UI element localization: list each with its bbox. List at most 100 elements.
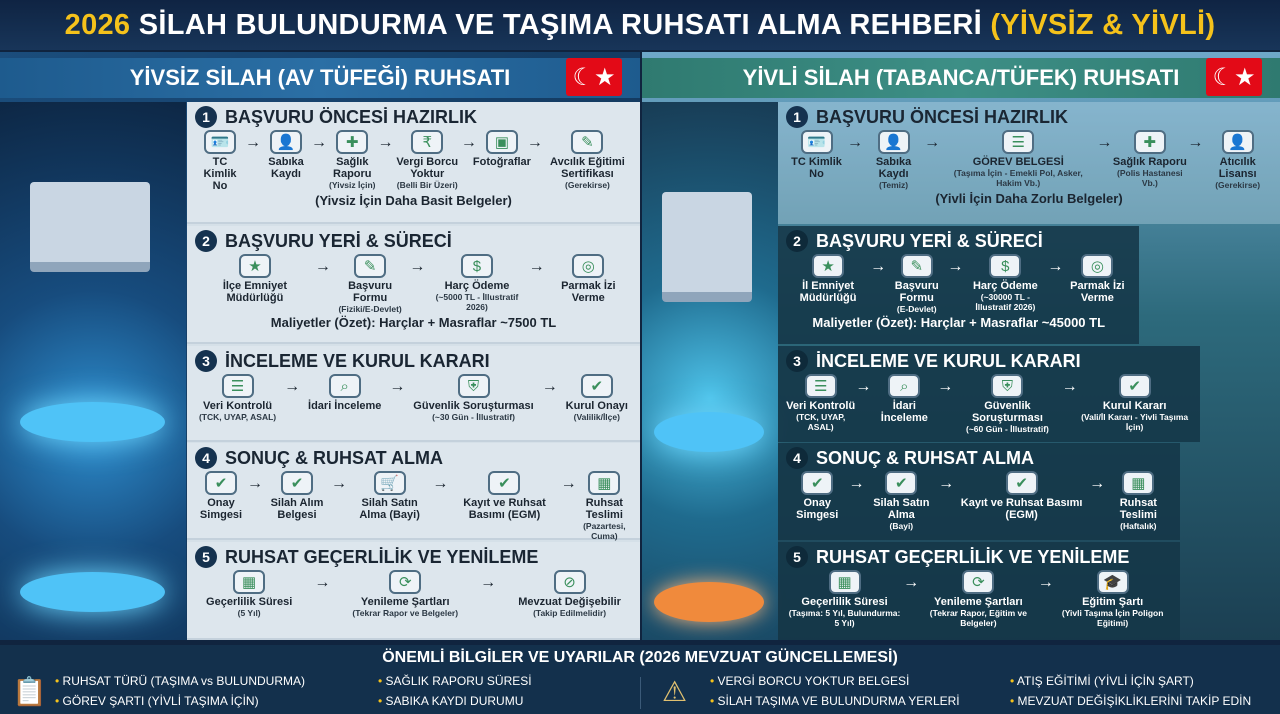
item-label: Yenileme Şartları <box>934 596 1023 608</box>
step-item: $Harç Ödeme(~5000 TL - İllustratif 2026) <box>425 254 528 312</box>
item-label: Geçerlilik Süresi <box>206 596 293 608</box>
person-warning-icon: ⚠ <box>662 676 688 707</box>
step-items: ✔Onay Simgesi→✔Silah Satın Alma(Bayi)→✔K… <box>786 471 1172 531</box>
item-sublabel: (Gerekirse) <box>1215 180 1261 190</box>
step-item: ✔Kayıt ve Ruhsat Basımı (EGM) <box>954 471 1089 521</box>
turkey-flag-icon: ☾★ <box>1206 58 1262 96</box>
step-item: ✚Sağlık Raporu(Yivsiz İçin) <box>327 130 378 190</box>
step-number: 5 <box>786 546 808 568</box>
form-pen-icon: ✎ <box>900 254 933 278</box>
step-title: RUHSAT GEÇERLİLİK VE YENİLEME <box>225 546 539 567</box>
step-item: ⟳Yenileme Şartları(Tekrar Rapor, Eğitim … <box>919 570 1038 628</box>
item-sublabel: (~30000 TL - İllustratif 2026) <box>975 292 1036 312</box>
package-check-icon: ▦ <box>1122 471 1155 495</box>
step-item: ✔Onay Simgesi <box>786 471 848 521</box>
step-item: ▦Geçerlilik Süresi(Taşıma: 5 Yıl, Bulund… <box>786 570 903 628</box>
item-label: Sabıka Kaydı <box>268 156 304 180</box>
step-number: 2 <box>195 230 217 252</box>
step-items: ☰Veri Kontrolü(TCK, UYAP, ASAL)→⌕İdari İ… <box>195 374 632 422</box>
step-item: ☰Veri Kontrolü(TCK, UYAP, ASAL) <box>786 374 855 432</box>
info-column: RUHSAT TÜRÜ (TAŞIMA vs BULUNDURMA)GÖREV … <box>55 671 305 711</box>
step-item: 🎓Eğitim Şartı(Yivli Taşıma İçin Poligon … <box>1054 570 1172 628</box>
step-item: ★İl Emniyet Müdürlüğü <box>786 254 870 304</box>
target-pad-icon <box>654 582 764 622</box>
step-item: ⛨Güvenlik Soruşturması(~60 Gün - İllustr… <box>953 374 1061 434</box>
fingerprint-icon: ◎ <box>1081 254 1114 278</box>
info-title: ÖNEMLİ BİLGİLER VE UYARILAR (2026 MEVZUA… <box>382 649 898 666</box>
arrow-right-icon: → <box>389 378 406 395</box>
item-label: Ruhsat Teslimi <box>585 497 623 521</box>
step-items: 🪪TC Kimlik No→👤Sabıka Kaydı(Temiz)→☰GÖRE… <box>786 130 1272 190</box>
medical-report-icon: ✚ <box>1133 130 1166 154</box>
photo-icon: ▣ <box>485 130 518 154</box>
step-number: 1 <box>786 106 808 128</box>
shield-lock-icon: ⛨ <box>457 374 490 398</box>
step-title: BAŞVURU YERİ & SÜRECİ <box>225 230 452 251</box>
step-items: ✔Onay Simgesi→✔Silah Alım Belgesi→🛒Silah… <box>195 471 632 541</box>
illustration <box>0 102 186 640</box>
item-label: GÖREV BELGESİ <box>972 156 1064 168</box>
step-number: 4 <box>195 447 217 469</box>
check-circle-icon: ✔ <box>801 471 834 495</box>
panel-header: YİVLİ SİLAH (TABANCA/TÜFEK) RUHSATI <box>642 58 1280 98</box>
item-sublabel: (Taşıma İçin - Emekli Pol, Asker, Hakim … <box>953 168 1083 188</box>
arrow-right-icon: → <box>938 475 955 492</box>
item-label: Kayıt ve Ruhsat Basımı (EGM) <box>463 497 546 521</box>
shield-lock-icon: ⛨ <box>991 374 1024 398</box>
step-item: ▦ Geçerlilik Süresi(5 Yıl) <box>206 570 292 618</box>
arrow-right-icon: → <box>870 258 887 275</box>
step-item: 🪪TC Kimlik No <box>195 130 245 192</box>
step-item: ▣Fotoğraflar <box>473 130 531 168</box>
step-items: ☰Veri Kontrolü(TCK, UYAP, ASAL)→⌕İdari İ… <box>786 374 1192 434</box>
hologram-pad-icon <box>20 402 165 442</box>
step-item: ⊘Mevzuat Değişebilir(Takip Edilmelidir) <box>518 570 621 618</box>
page-title: 2026 SİLAH BULUNDURMA VE TAŞIMA RUHSATI … <box>0 0 1280 50</box>
arrow-right-icon: → <box>541 378 558 395</box>
step-item: 🪪TC Kimlik No <box>786 130 847 180</box>
item-label: Sağlık Raporu <box>1112 156 1187 168</box>
step-title: BAŞVURU YERİ & SÜRECİ <box>816 230 1043 251</box>
arrow-right-icon: → <box>847 134 864 151</box>
calendar-clock-icon: ▦ <box>233 570 266 594</box>
arrow-right-icon: → <box>526 134 543 151</box>
clipboard-check-icon: ✔ <box>885 471 918 495</box>
step-note: Maliyetler (Özet): Harçlar + Masraflar ~… <box>812 315 1106 330</box>
arrow-right-icon: → <box>480 574 497 591</box>
item-label: Eğitim Şartı <box>1082 596 1144 608</box>
step-item: ◎Parmak İzi Verme <box>545 254 632 304</box>
step-header: 2 BAŞVURU YERİ & SÜRECİ <box>195 230 632 252</box>
item-label: Kayıt ve Ruhsat Basımı (EGM) <box>960 497 1083 521</box>
arrow-right-icon: → <box>848 475 865 492</box>
item-sublabel: (Temiz) <box>879 180 909 190</box>
item-sublabel: (Takip Edilmelidir) <box>533 608 607 618</box>
item-sublabel: (5 Yıl) <box>237 608 261 618</box>
item-sublabel: (E-Devlet) <box>896 304 937 314</box>
panel-header: YİVSİZ SİLAH (AV TÜFEĞİ) RUHSATI <box>0 58 640 98</box>
arrow-right-icon: → <box>924 134 941 151</box>
step-number: 4 <box>786 447 808 469</box>
item-sublabel: (Gerekirse) <box>565 180 610 190</box>
important-info-bar: ÖNEMLİ BİLGİLER VE UYARILAR (2026 MEVZUA… <box>0 645 1280 714</box>
step-items: ▦Geçerlilik Süresi(Taşıma: 5 Yıl, Bulund… <box>786 570 1172 628</box>
arrow-right-icon: → <box>284 378 301 395</box>
police-badge-icon: ★ <box>238 254 271 278</box>
step-item: ₹Vergi Borcu Yoktur(Belli Bir Üzeri) <box>394 130 461 190</box>
item-sublabel: (Pazartesi, Cuma) <box>583 521 626 541</box>
database-check-icon: ☰ <box>221 374 254 398</box>
arrow-right-icon: → <box>1096 134 1113 151</box>
coins-icon: $ <box>989 254 1022 278</box>
step-item: $Harç Ödeme(~30000 TL - İllustratif 2026… <box>963 254 1047 312</box>
step-item: ☰Veri Kontrolü(TCK, UYAP, ASAL) <box>199 374 276 422</box>
item-label: Veri Kontrolü <box>786 400 856 412</box>
step-number: 3 <box>195 350 217 372</box>
item-label: Güvenlik Soruşturması <box>413 400 534 412</box>
prohibited-icon: ⊘ <box>553 570 586 594</box>
government-building-icon <box>662 192 752 302</box>
item-label: Kurul Kararı <box>1102 400 1167 412</box>
item-label: Silah Alım Belgesi <box>270 497 324 521</box>
